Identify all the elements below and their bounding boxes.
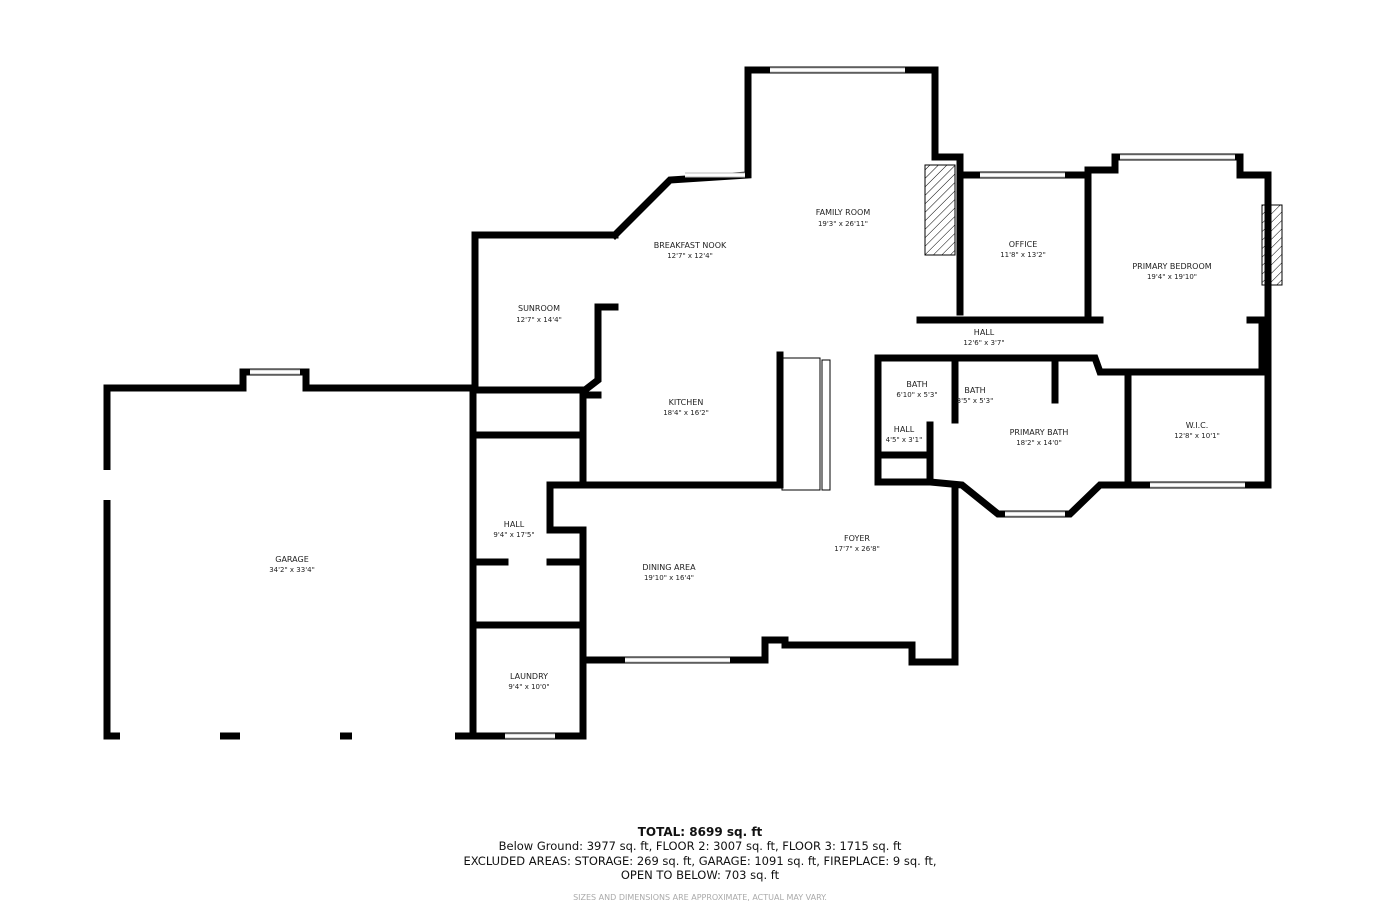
room-dim: 19'10" x 16'4" — [644, 574, 694, 582]
room-garage: GARAGE — [275, 555, 309, 564]
fireplaces — [924, 164, 1283, 286]
room-dim: 9'4" x 10'0" — [508, 683, 549, 691]
room-bath-1: BATH — [906, 380, 927, 389]
room-labels: FAMILY ROOM 19'3" x 26'11" BREAKFAST NOO… — [269, 208, 1220, 691]
room-dim: 12'7" x 14'4" — [516, 316, 562, 324]
room-breakfast-nook: BREAKFAST NOOK — [654, 241, 727, 250]
room-hall-left: HALL — [504, 520, 525, 529]
room-hall-small: HALL — [894, 425, 915, 434]
room-dim: 12'7" x 12'4" — [667, 252, 713, 260]
room-hall-upper: HALL — [974, 328, 995, 337]
room-primary-bath: PRIMARY BATH — [1010, 428, 1069, 437]
room-bath-2: BATH — [964, 386, 985, 395]
room-laundry: LAUNDRY — [510, 672, 548, 681]
disclaimer: SIZES AND DIMENSIONS ARE APPROXIMATE, AC… — [573, 893, 827, 902]
room-dim: 6'10" x 5'3" — [896, 391, 937, 399]
room-dim: 12'8" x 10'1" — [1174, 432, 1220, 440]
windows — [103, 67, 1245, 740]
excluded-areas: EXCLUDED AREAS: STORAGE: 269 sq. ft, GAR… — [463, 854, 937, 868]
room-dim: 3'5" x 5'3" — [957, 397, 994, 405]
room-dim: 18'2" x 14'0" — [1016, 439, 1062, 447]
room-office: OFFICE — [1009, 240, 1038, 249]
room-dim: 12'6" x 3'7" — [963, 339, 1004, 347]
room-kitchen: KITCHEN — [669, 398, 704, 407]
open-to-below: OPEN TO BELOW: 703 sq. ft — [620, 868, 780, 882]
room-sunroom: SUNROOM — [518, 304, 560, 313]
room-dim: 17'7" x 26'8" — [834, 545, 880, 553]
room-dim: 18'4" x 16'2" — [663, 409, 709, 417]
room-wic: W.I.C. — [1186, 421, 1209, 430]
room-dining-area: DINING AREA — [642, 563, 696, 572]
room-family-room: FAMILY ROOM — [816, 208, 871, 217]
room-foyer: FOYER — [844, 534, 870, 543]
room-dim: 11'8" x 13'2" — [1000, 251, 1046, 259]
room-dim: 34'2" x 33'4" — [269, 566, 315, 574]
total-area: TOTAL: 8699 sq. ft — [637, 825, 763, 839]
floor-areas: Below Ground: 3977 sq. ft, FLOOR 2: 3007… — [498, 839, 902, 853]
room-primary-bedroom: PRIMARY BEDROOM — [1132, 262, 1211, 271]
room-dim: 19'4" x 19'10" — [1147, 273, 1197, 281]
room-dim: 19'3" x 26'11" — [818, 220, 868, 228]
stairs — [781, 357, 831, 491]
room-dim: 4'5" x 3'1" — [886, 436, 923, 444]
room-dim: 9'4" x 17'5" — [493, 531, 534, 539]
